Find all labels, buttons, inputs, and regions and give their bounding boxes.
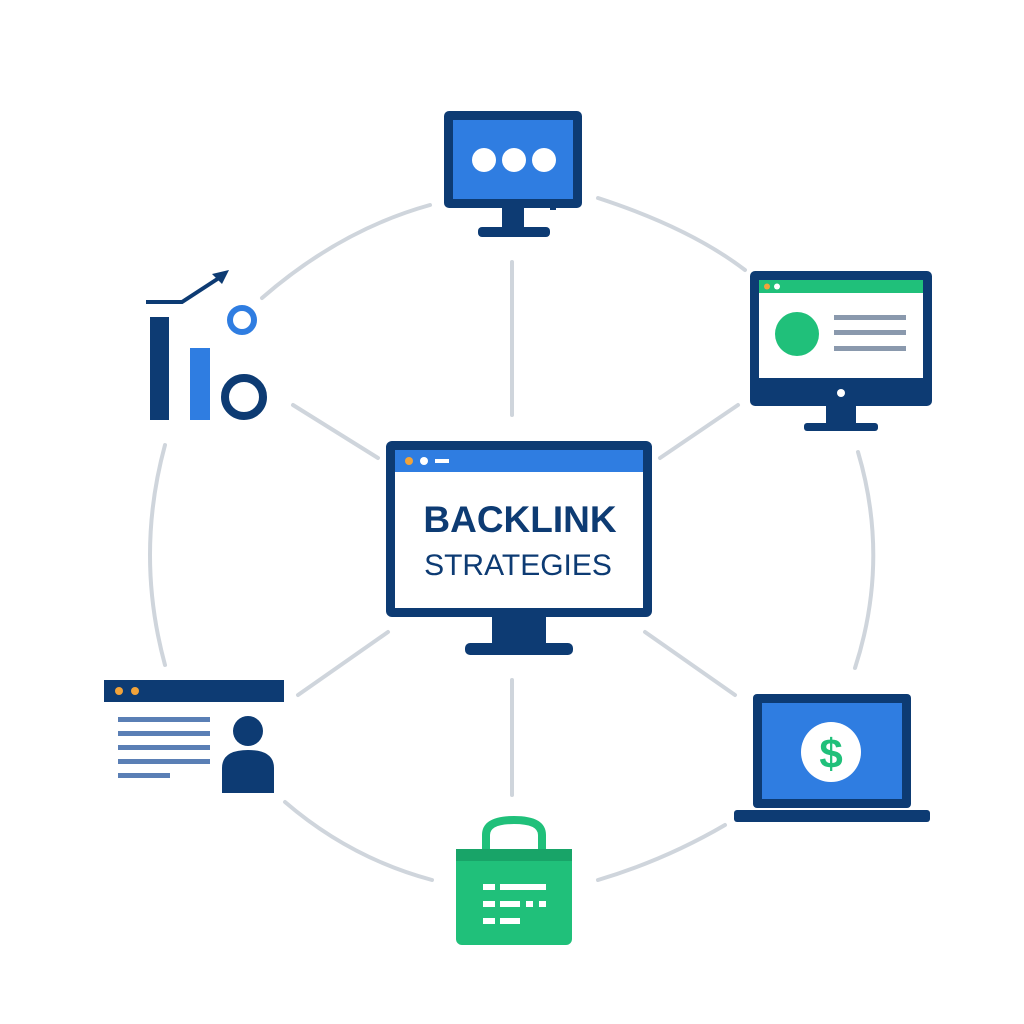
outer-ring xyxy=(148,196,876,882)
spoke-top-left xyxy=(291,403,380,460)
bar-navy xyxy=(150,317,169,420)
bag-line-2d xyxy=(539,901,546,907)
chat-dot-2 xyxy=(502,148,526,172)
profile-browser-dot-1 xyxy=(115,687,123,695)
ring-blue-small xyxy=(227,305,257,335)
chat-dot-3 xyxy=(532,148,556,172)
profile-text-line-3 xyxy=(118,745,210,750)
web-text-line-3 xyxy=(834,346,906,351)
center-browser-dot-1 xyxy=(405,457,413,465)
web-browser-dot-1 xyxy=(764,283,770,290)
ring-navy-large xyxy=(221,374,267,420)
web-page-monitor-icon xyxy=(750,271,932,431)
center-title-line1: BACKLINK xyxy=(423,499,616,540)
chat-monitor-neck xyxy=(502,208,524,230)
web-text-line-1 xyxy=(834,315,906,320)
web-monitor-base xyxy=(804,423,878,431)
dollar-laptop-icon: $ xyxy=(734,694,930,822)
profile-text-line-5 xyxy=(118,773,170,778)
dollar-sign: $ xyxy=(819,730,842,777)
dollar-coin xyxy=(801,722,861,782)
bag-line-3a xyxy=(483,918,495,924)
bag-line-2c xyxy=(526,901,533,907)
ring-arc-bottom-left xyxy=(283,800,434,882)
chat-monitor-base xyxy=(478,227,550,237)
web-browser-dot-2 xyxy=(774,283,780,290)
laptop-base xyxy=(734,810,930,822)
web-monitor-power-dot xyxy=(837,389,845,397)
web-green-circle xyxy=(775,312,819,356)
bar-blue xyxy=(190,348,210,420)
chat-monitor-led xyxy=(550,204,556,210)
center-browser-dash xyxy=(435,459,449,463)
bag-line-2a xyxy=(483,901,495,907)
trend-arrow-head xyxy=(212,270,229,284)
profile-page-icon xyxy=(104,680,284,793)
avatar-head xyxy=(233,716,263,746)
bag-body xyxy=(456,849,572,945)
spokes xyxy=(291,260,740,797)
spoke-bottom-left xyxy=(296,630,390,697)
bag-rim xyxy=(456,849,572,861)
ring-arc-top-right xyxy=(596,196,747,272)
bag-line-2b xyxy=(500,901,520,907)
profile-text-line-2 xyxy=(118,731,210,736)
center-monitor-base xyxy=(465,643,573,655)
center-browser-dot-2 xyxy=(420,457,428,465)
center-monitor-neck xyxy=(492,617,546,645)
bag-handle xyxy=(482,815,546,850)
ring-arc-bottom-right xyxy=(596,823,727,882)
chat-monitor-icon xyxy=(444,111,582,237)
ring-arc-right xyxy=(853,450,876,670)
shopping-bag-icon xyxy=(456,815,572,945)
bag-line-1a xyxy=(483,884,495,890)
chat-dot-1 xyxy=(472,148,496,172)
ring-arc-left xyxy=(148,443,167,667)
profile-browser-bar xyxy=(104,680,284,702)
web-text-line-2 xyxy=(834,330,906,335)
center-monitor: BACKLINK STRATEGIES xyxy=(386,441,652,655)
spoke-top-right xyxy=(658,403,740,460)
bag-line-3b xyxy=(500,918,520,924)
profile-text-line-4 xyxy=(118,759,210,764)
center-browser-bar xyxy=(395,450,643,472)
center-title-line2: STRATEGIES xyxy=(424,549,612,582)
avatar-body xyxy=(222,750,274,793)
trend-line xyxy=(146,274,224,304)
ring-arc-top-left xyxy=(260,203,432,300)
bag-line-1b xyxy=(500,884,546,890)
profile-browser-dot-2 xyxy=(131,687,139,695)
profile-text-line-1 xyxy=(118,717,210,722)
web-monitor-neck xyxy=(826,406,856,426)
analytics-chart-icon xyxy=(146,270,267,420)
spoke-bottom-right xyxy=(643,630,737,697)
web-browser-bar xyxy=(759,280,923,293)
center-monitor-screen xyxy=(395,450,643,608)
